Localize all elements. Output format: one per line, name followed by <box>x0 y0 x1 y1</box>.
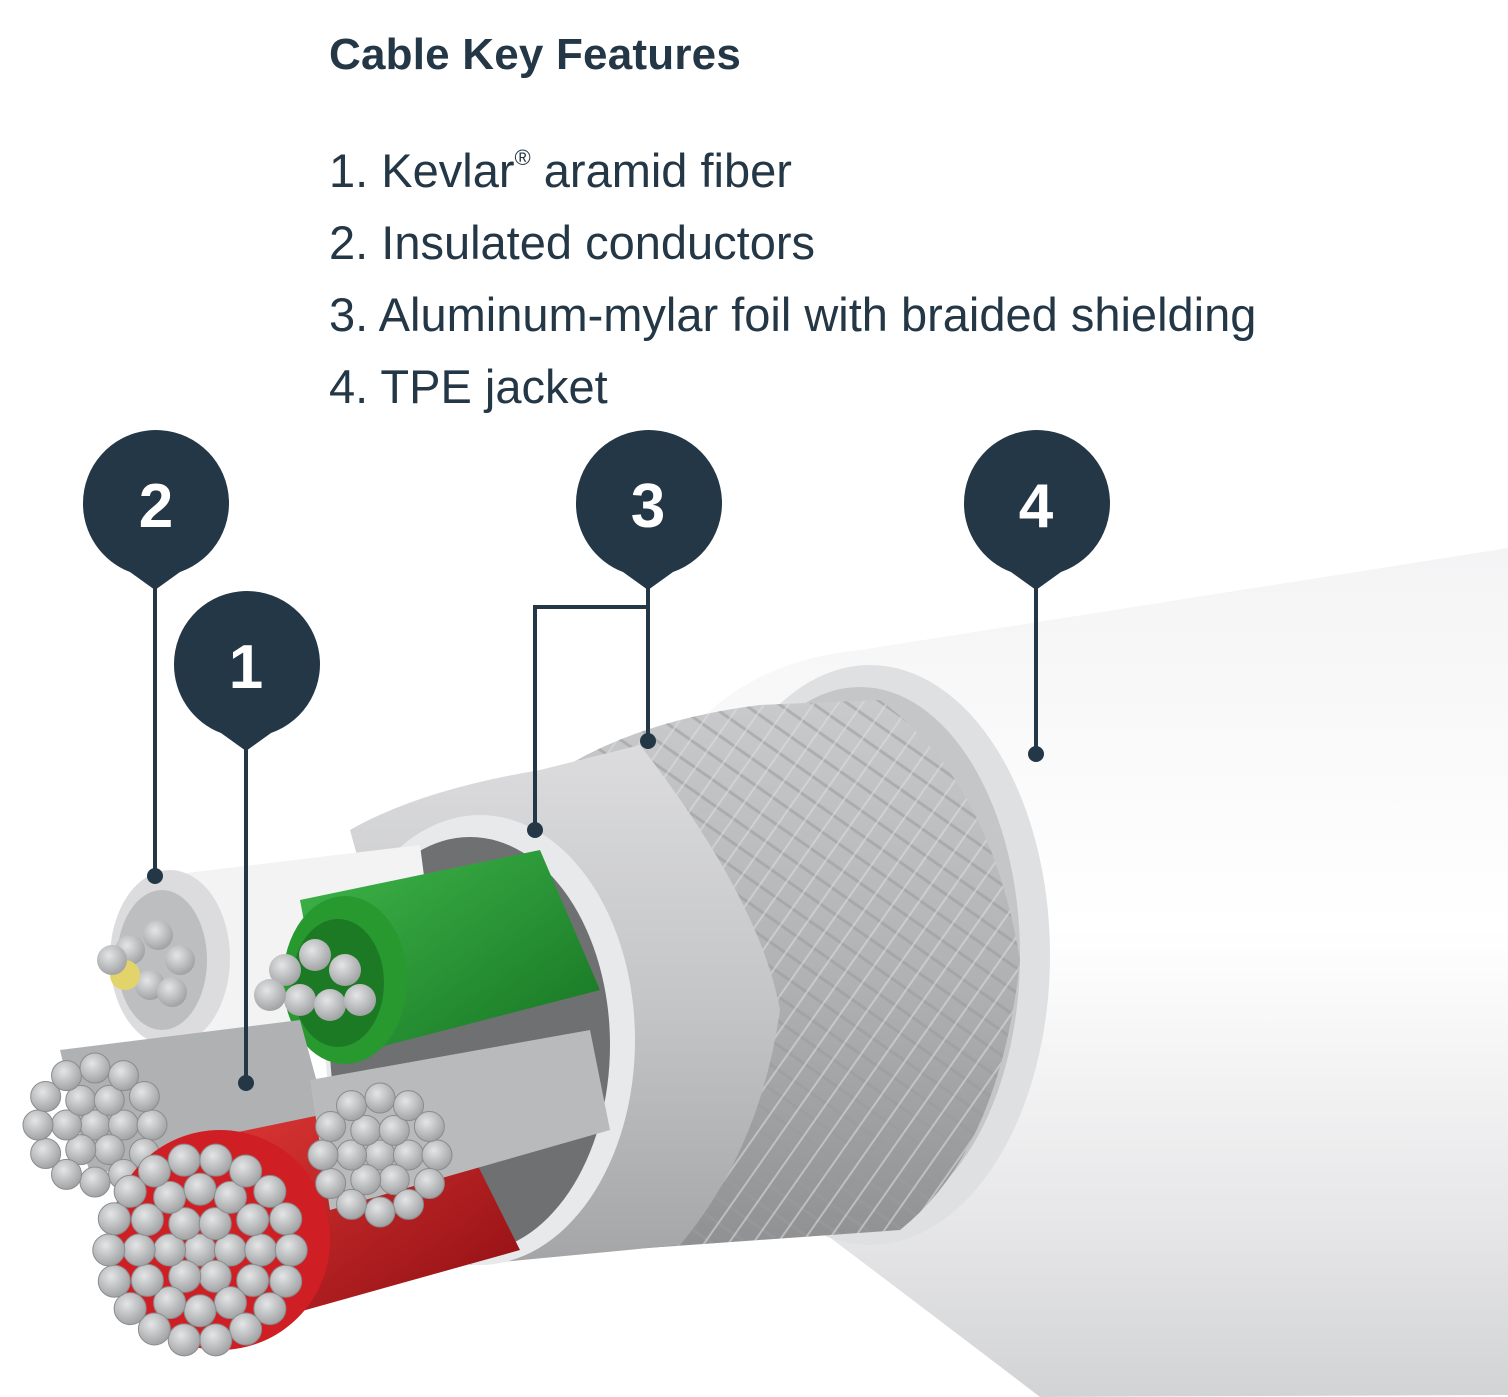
bare-strand <box>128 1081 160 1112</box>
bare-strand <box>236 1203 270 1237</box>
bare-strand <box>315 1111 347 1142</box>
bare-strand <box>130 1203 164 1237</box>
bare-strand <box>30 1138 62 1169</box>
feature-number: 2. <box>329 216 369 269</box>
bare-strand <box>336 1090 367 1122</box>
feature-item-kevlar: 1. Kevlar® aramid fiber <box>329 122 1256 207</box>
feature-item-jacket: 4. TPE jacket <box>329 351 1256 423</box>
bare-strand <box>253 1174 287 1208</box>
feature-text: TPE jacket <box>380 360 608 413</box>
bare-strand <box>136 1109 168 1141</box>
bare-strand <box>393 1188 424 1220</box>
bare-strand <box>413 1168 445 1199</box>
bare-strand <box>97 1264 131 1298</box>
feature-number: 1. <box>329 144 369 197</box>
callout-label-1: 1 <box>229 633 263 702</box>
bare-strand <box>378 1114 410 1146</box>
bare-strand <box>199 1323 233 1357</box>
leader-dot-4 <box>1028 746 1044 762</box>
bare-strand <box>79 1052 111 1084</box>
bare-strand <box>269 1202 303 1236</box>
bare-strand <box>51 1158 82 1190</box>
bare-strand <box>79 1166 111 1198</box>
bare-strand <box>413 1111 445 1142</box>
bare-strand <box>153 1180 187 1214</box>
bare-strand <box>30 1081 62 1112</box>
callout-badge-4: 4 <box>963 430 1110 590</box>
leader-dot-1 <box>238 1075 254 1091</box>
feature-item-shielding: 3. Aluminum-mylar foil with braided shie… <box>329 279 1256 351</box>
bare-strand <box>199 1143 233 1177</box>
callout-badge-3: 3 <box>575 430 722 590</box>
bare-strand <box>130 1263 164 1297</box>
feature-item-conductors: 2. Insulated conductors <box>329 207 1256 279</box>
bare-strand <box>108 1060 139 1092</box>
bare-strand <box>421 1139 453 1171</box>
bare-strand <box>244 1233 278 1267</box>
bare-strand <box>269 1264 303 1298</box>
bare-strand <box>253 1292 287 1326</box>
bare-strand <box>315 1168 347 1199</box>
bare-strand <box>393 1090 424 1122</box>
bare-strand <box>168 1259 202 1293</box>
bare-strand <box>183 1294 217 1328</box>
bare-strand <box>198 1207 232 1241</box>
bare-strand <box>364 1196 396 1228</box>
left-strand-bundle <box>22 1052 168 1198</box>
bare-strand <box>92 1233 126 1267</box>
bare-strand <box>97 1202 131 1236</box>
leader-dot-2 <box>147 868 163 884</box>
bare-strand <box>167 1143 201 1177</box>
bare-strand <box>167 1323 201 1357</box>
bare-strand <box>137 1312 171 1346</box>
registered-mark: ® <box>514 145 531 170</box>
bare-strand <box>113 1174 147 1208</box>
bare-strand <box>122 1233 156 1267</box>
callout-label-4: 4 <box>1019 472 1054 541</box>
feature-number: 4. <box>329 360 369 413</box>
page-title: Cable Key Features <box>329 30 741 79</box>
bare-strand <box>51 1060 82 1092</box>
white-conductor-strands <box>97 920 195 1007</box>
bare-strand <box>93 1084 125 1116</box>
leader-dot-3 <box>640 733 656 749</box>
callout-label-2: 2 <box>139 472 173 541</box>
right-strand-bundle <box>307 1082 453 1228</box>
bare-strand <box>336 1188 367 1220</box>
feature-text: Kevlar <box>381 144 515 197</box>
bare-strand <box>229 1312 263 1346</box>
feature-text-rest: aramid fiber <box>530 144 792 197</box>
bare-strand <box>364 1082 396 1114</box>
bare-strand <box>213 1180 247 1214</box>
bare-strand <box>153 1286 187 1320</box>
bare-strand <box>137 1154 171 1188</box>
bare-strand <box>236 1263 270 1297</box>
bare-strand <box>113 1292 147 1326</box>
bare-strand <box>274 1233 308 1267</box>
feature-number: 3. <box>329 288 369 341</box>
bare-strand <box>213 1286 247 1320</box>
leader-dot-3b <box>527 822 543 838</box>
bare-strand <box>307 1139 339 1171</box>
green-conductor-strands <box>254 939 376 1021</box>
feature-text: Aluminum-mylar foil with braided shieldi… <box>378 288 1257 341</box>
leader-line-3-branch <box>533 605 648 830</box>
bare-strand <box>65 1134 97 1166</box>
bare-strand <box>229 1154 263 1188</box>
feature-text: Insulated conductors <box>381 216 815 269</box>
callout-label-3: 3 <box>631 472 665 541</box>
feature-list: 1. Kevlar® aramid fiber 2. Insulated con… <box>329 122 1256 423</box>
bare-strand <box>22 1109 54 1141</box>
callout-badge-2: 2 <box>82 430 229 590</box>
bare-strand <box>183 1172 217 1206</box>
callout-badge-1: 1 <box>173 591 320 751</box>
bare-strand <box>350 1164 382 1196</box>
red-conductor-strands <box>92 1143 308 1357</box>
